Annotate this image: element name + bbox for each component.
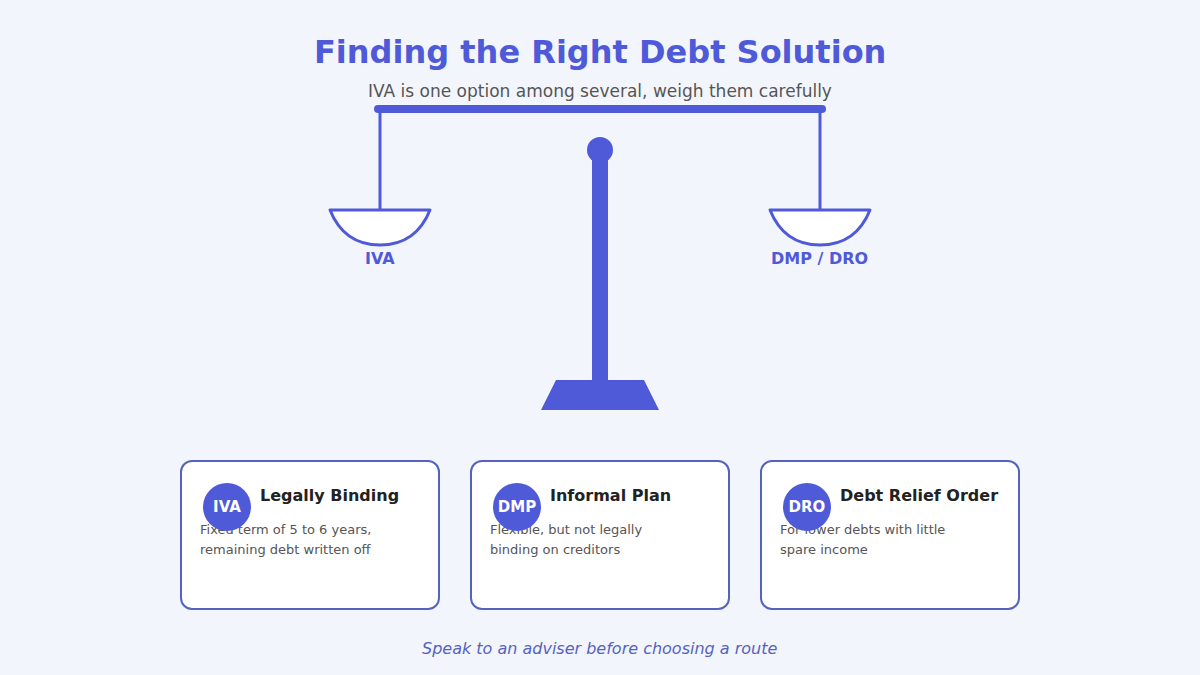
option-card: Legally BindingFixed term of 5 to 6 year… bbox=[180, 460, 440, 610]
scale-beam bbox=[378, 105, 822, 113]
hanger bbox=[819, 109, 822, 210]
icon-circle: DRO bbox=[783, 483, 831, 531]
scale-pan: DMP / DRO bbox=[750, 205, 890, 267]
pan-label: DMP / DRO bbox=[771, 249, 868, 268]
pan-label: IVA bbox=[365, 249, 395, 268]
scale-base bbox=[541, 380, 659, 410]
icon-circle: DMP bbox=[493, 483, 541, 531]
circle-label: DRO bbox=[789, 498, 826, 516]
pivot bbox=[587, 137, 613, 163]
option-card: Debt Relief OrderFor lower debts with li… bbox=[760, 460, 1020, 610]
option-card: Informal PlanFlexible, but not legally b… bbox=[470, 460, 730, 610]
scale-post bbox=[592, 150, 608, 385]
card-heading: Legally Binding bbox=[260, 486, 399, 505]
circle-label: DMP bbox=[498, 498, 536, 516]
subtitle: IVA is one option among several, weigh t… bbox=[368, 81, 832, 101]
card-heading: Informal Plan bbox=[550, 486, 671, 505]
caption: Speak to an adviser before choosing a ro… bbox=[422, 639, 777, 658]
circle-label: IVA bbox=[213, 498, 241, 516]
scale-pan: IVA bbox=[320, 205, 440, 267]
hanger bbox=[379, 109, 382, 210]
icon-circle: IVA bbox=[203, 483, 251, 531]
card-heading: Debt Relief Order bbox=[840, 486, 998, 505]
title: Finding the Right Debt Solution bbox=[314, 33, 886, 71]
